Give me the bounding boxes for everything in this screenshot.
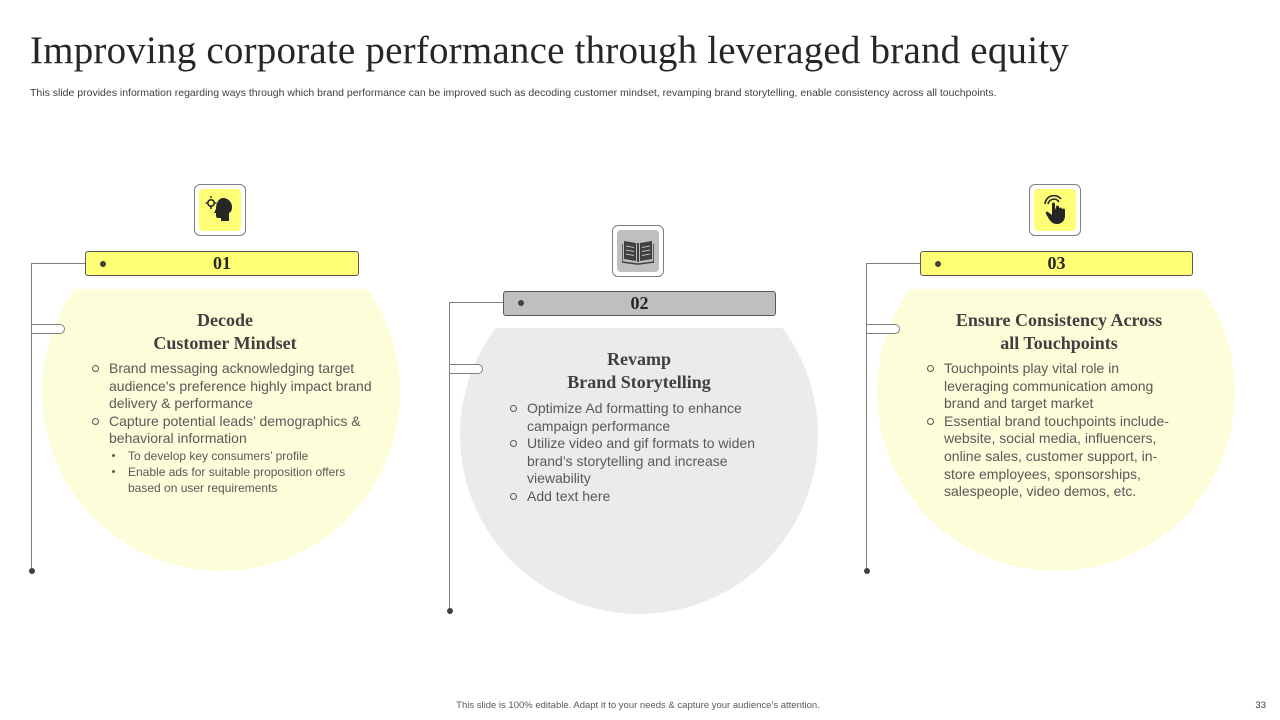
list-item: Brand messaging acknowledging target aud… — [91, 360, 381, 413]
list-item: Add text here — [509, 488, 757, 506]
card-number-bar: 01 — [85, 251, 359, 276]
connector-dot — [29, 568, 35, 574]
open-book-icon — [622, 241, 654, 265]
bracket-line — [866, 263, 938, 264]
list-item: Touchpoints play vital role in leveragin… — [926, 360, 1182, 413]
bracket-line — [866, 263, 867, 572]
slide-title: Improving corporate performance through … — [30, 29, 1069, 72]
connector-dot — [100, 261, 106, 267]
connector-dot — [935, 261, 941, 267]
bracket-tab — [450, 364, 483, 374]
bracket-tab — [867, 324, 900, 334]
list-item: Essential brand touchpoints include- web… — [926, 413, 1182, 501]
page-number: 33 — [1255, 700, 1266, 711]
card-number-bar: 03 — [920, 251, 1193, 276]
list-item: Utilize video and gif formats to widen b… — [509, 435, 757, 488]
bracket-line — [31, 263, 32, 572]
icon-frame — [612, 225, 664, 277]
bracket-tab — [32, 324, 65, 334]
card-heading: Ensure Consistency Across all Touchpoint… — [955, 310, 1163, 353]
connector-dot — [518, 300, 524, 306]
card-number-bar: 02 — [503, 291, 776, 316]
card-heading: Decode Customer Mindset — [153, 310, 297, 353]
icon-frame — [1029, 184, 1081, 236]
list-item: Capture potential leads’ demographics & … — [91, 413, 381, 496]
card-number: 03 — [1047, 253, 1066, 273]
connector-dot — [864, 568, 870, 574]
card-heading: Revamp Brand Storytelling — [567, 349, 711, 392]
list-item: Optimize Ad formatting to enhance campai… — [509, 400, 757, 435]
card-bullet-list: Brand messaging acknowledging target aud… — [91, 360, 381, 496]
card-bullet-list: Touchpoints play vital role in leveragin… — [926, 360, 1182, 501]
icon-frame — [194, 184, 246, 236]
bracket-line — [449, 302, 521, 303]
connector-dot — [447, 608, 453, 614]
sub-bullet-list: To develop key consumers’ profile Enable… — [109, 448, 381, 496]
head-idea-icon — [205, 196, 232, 221]
touch-hand-icon — [1044, 195, 1065, 224]
slide-footer: This slide is 100% editable. Adapt it to… — [456, 700, 820, 711]
bracket-line — [31, 263, 103, 264]
card-number: 02 — [630, 293, 649, 313]
bracket-line — [449, 302, 450, 611]
list-item: Enable ads for suitable proposition offe… — [109, 464, 381, 496]
card-number: 01 — [213, 253, 231, 273]
list-item: To develop key consumers’ profile — [109, 448, 381, 464]
card-bullet-list: Optimize Ad formatting to enhance campai… — [509, 400, 757, 506]
slide-subtitle: This slide provides information regardin… — [30, 87, 997, 99]
